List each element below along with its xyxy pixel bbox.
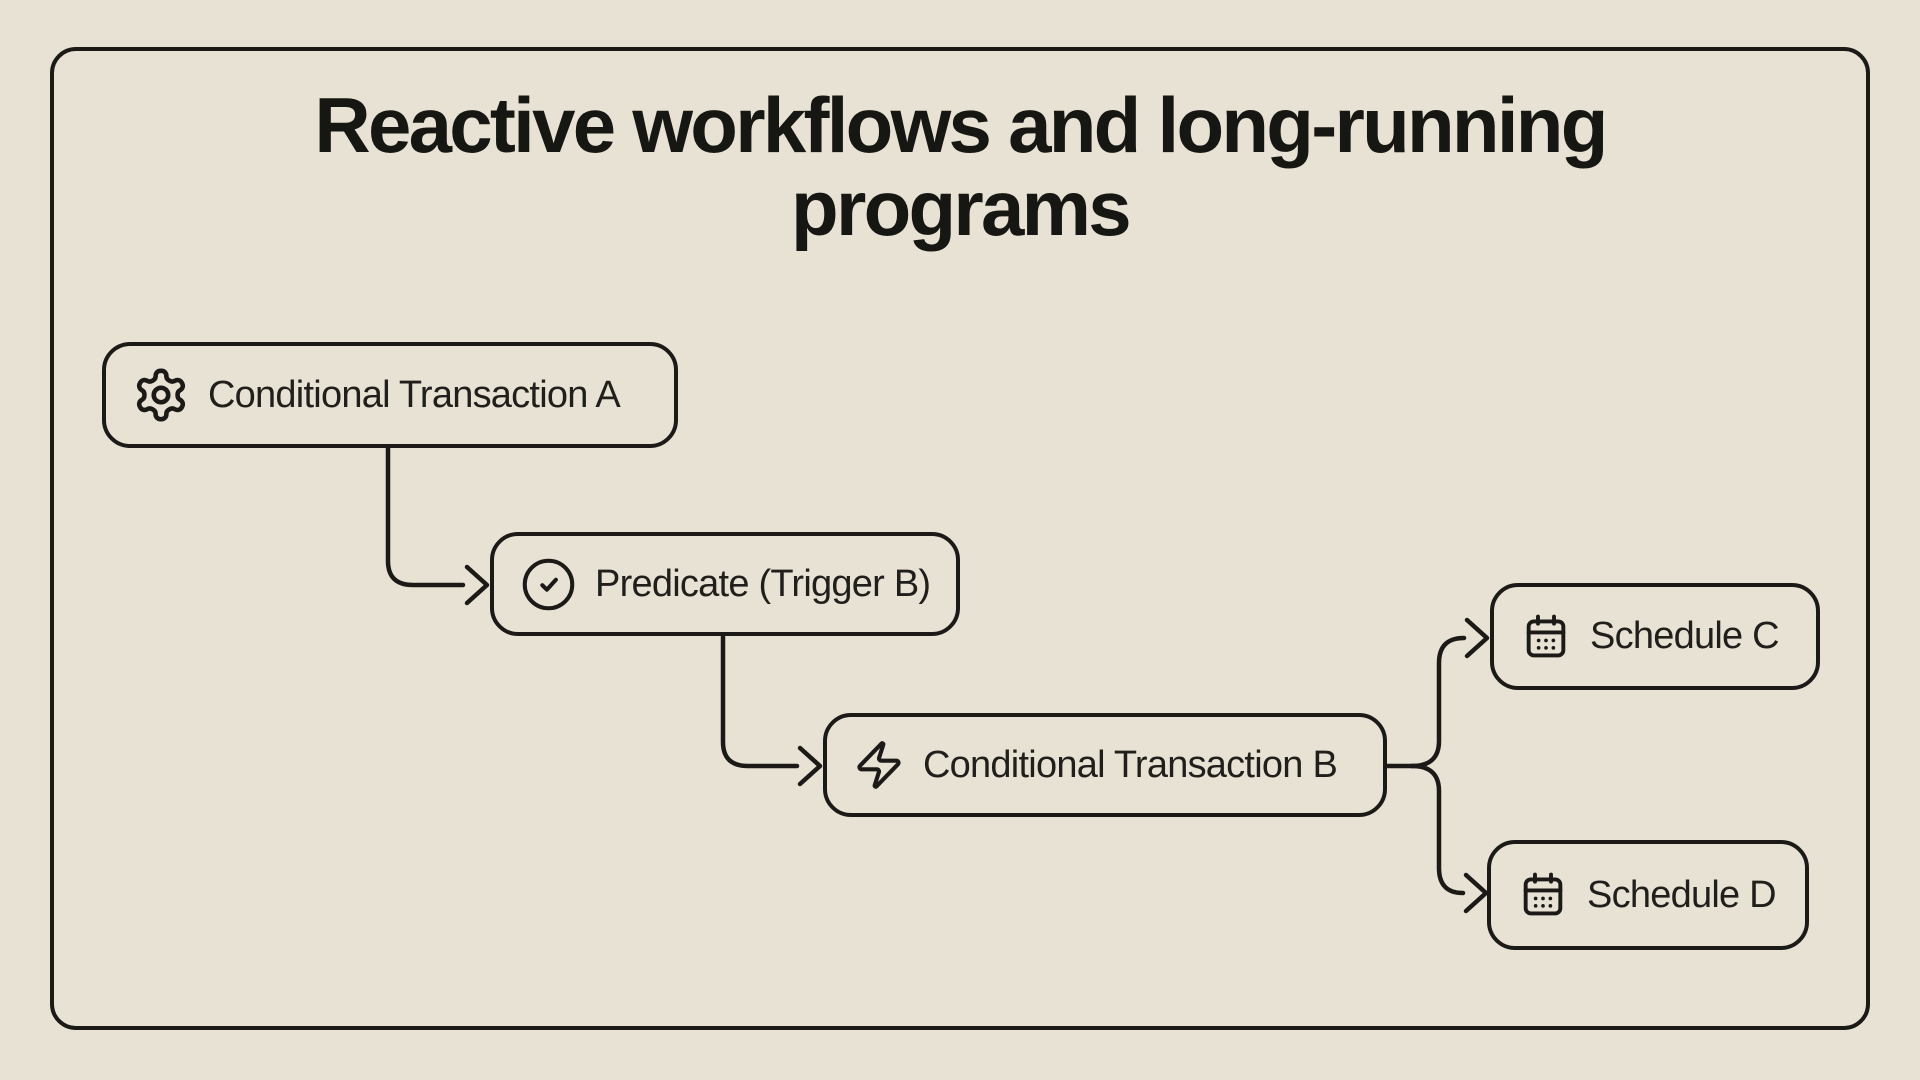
node-label: Schedule D <box>1587 873 1777 916</box>
calendar-icon <box>1517 869 1569 921</box>
node-conditional-transaction-a: Conditional Transaction A <box>102 342 678 448</box>
calendar-icon <box>1520 611 1572 663</box>
node-label: Conditional Transaction A <box>208 373 621 416</box>
diagram-title: Reactive workflows and long-running prog… <box>0 84 1920 249</box>
node-predicate-trigger-b: Predicate (Trigger B) <box>490 532 960 636</box>
node-label: Schedule C <box>1590 615 1780 657</box>
diagram-title-line2: programs <box>791 163 1132 252</box>
node-schedule-d: Schedule D <box>1487 840 1809 950</box>
diagram-title-line1: Reactive workflows and long-running <box>314 81 1608 169</box>
node-conditional-transaction-b: Conditional Transaction B <box>823 713 1387 817</box>
node-label: Predicate (Trigger B) <box>595 562 931 605</box>
node-schedule-c: Schedule C <box>1490 583 1820 690</box>
diagram-outer-frame <box>50 47 1870 1030</box>
gear-icon <box>132 366 190 424</box>
node-label: Conditional Transaction B <box>923 743 1338 786</box>
lightning-icon <box>853 739 905 791</box>
check-circle-icon <box>520 556 577 613</box>
